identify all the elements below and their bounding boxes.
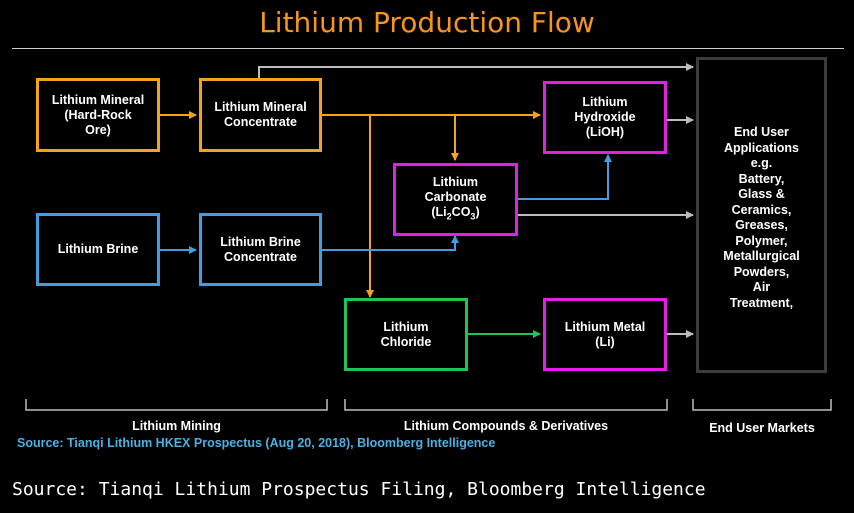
carbonate-line-2: Carbonate	[424, 189, 487, 204]
box-lithium-mineral: Lithium Mineral (Hard-Rock Ore)	[36, 78, 160, 152]
carbonate-formula-b: CO	[451, 204, 471, 219]
box-lithium-mineral-concentrate: Lithium Mineral Concentrate	[199, 78, 322, 152]
box-lithium-mineral-concentrate-label: Lithium Mineral Concentrate	[214, 100, 307, 129]
box-lithium-brine-label: Lithium Brine	[57, 242, 139, 256]
section-label-markets: End User Markets	[709, 421, 815, 435]
box-lithium-brine-concentrate-label: Lithium Brine Concentrate	[220, 234, 301, 264]
carbonate-line-1: Lithium	[432, 174, 479, 189]
carbonate-formula-c: )	[475, 204, 480, 219]
title-divider	[12, 48, 844, 49]
section-label-mining: Lithium Mining	[132, 419, 221, 433]
box-end-user-applications-label: End User Applications e.g. Battery, Glas…	[723, 125, 800, 310]
arrow-carbonate-to-hydroxide	[518, 154, 612, 200]
box-lithium-carbonate: Lithium Carbonate (Li2CO3)	[393, 163, 518, 236]
arrow-concentrate-to-end-user	[258, 63, 694, 78]
source-note-inner: Source: Tianqi Lithium HKEX Prospectus (…	[17, 436, 496, 450]
box-lithium-brine-concentrate: Lithium Brine Concentrate	[199, 213, 322, 286]
bracket-mining	[25, 399, 328, 411]
bracket-markets	[692, 399, 832, 411]
page-title: Lithium Production Flow	[259, 6, 595, 39]
carbonate-formula-a: (Li	[431, 204, 447, 219]
box-lithium-hydroxide: Lithium Hydroxide (LiOH)	[543, 81, 667, 154]
arrow-brine-concentrate-to-carbonate	[322, 235, 459, 251]
box-lithium-carbonate-label: Lithium Carbonate (Li2CO3)	[425, 175, 487, 225]
source-note-outer: Source: Tianqi Lithium Prospectus Filing…	[12, 479, 706, 500]
box-lithium-chloride: Lithium Chloride	[344, 298, 468, 371]
carbonate-formula-sub-1: 2	[446, 211, 452, 222]
carbonate-formula-sub-2: 3	[470, 211, 476, 222]
box-lithium-hydroxide-label: Lithium Hydroxide (LiOH)	[574, 95, 636, 139]
section-label-compounds: Lithium Compounds & Derivatives	[403, 419, 609, 433]
box-lithium-mineral-label: Lithium Mineral (Hard-Rock Ore)	[51, 92, 145, 137]
bracket-compounds	[344, 399, 668, 411]
box-lithium-chloride-label: Lithium Chloride	[380, 319, 432, 349]
box-lithium-metal: Lithium Metal (Li)	[543, 298, 667, 371]
box-lithium-brine: Lithium Brine	[36, 213, 160, 286]
box-end-user-applications: End User Applications e.g. Battery, Glas…	[696, 57, 827, 373]
box-lithium-metal-label: Lithium Metal (Li)	[564, 319, 646, 349]
